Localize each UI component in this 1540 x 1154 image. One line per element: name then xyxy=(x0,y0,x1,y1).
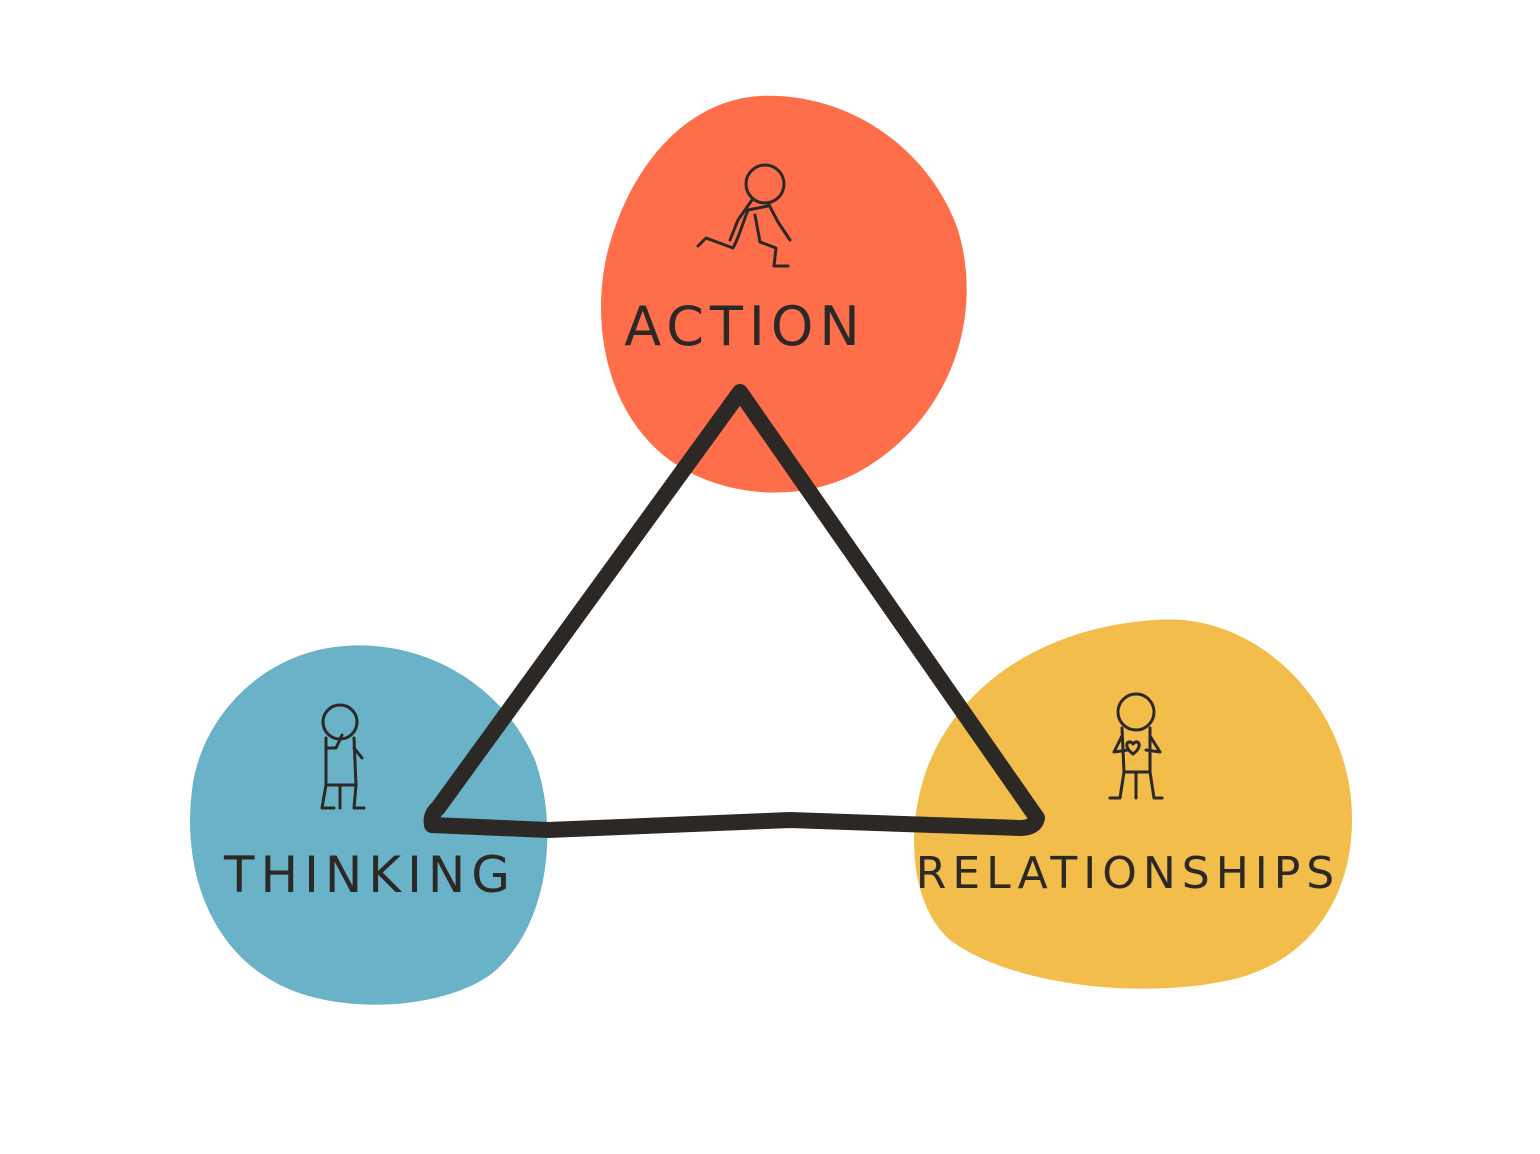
thinking-label: THINKING xyxy=(223,846,516,904)
action-label: ACTION xyxy=(624,295,866,358)
relationships-label: RELATIONSHIPS xyxy=(916,848,1340,899)
relationships-blob xyxy=(914,619,1353,989)
thinking-blob xyxy=(190,645,548,1005)
thinking-person-icon xyxy=(320,703,366,810)
running-person-icon xyxy=(696,163,792,268)
connector-triangle xyxy=(423,384,1045,838)
person-with-heart-icon xyxy=(1108,692,1164,800)
action-blob xyxy=(600,95,967,493)
